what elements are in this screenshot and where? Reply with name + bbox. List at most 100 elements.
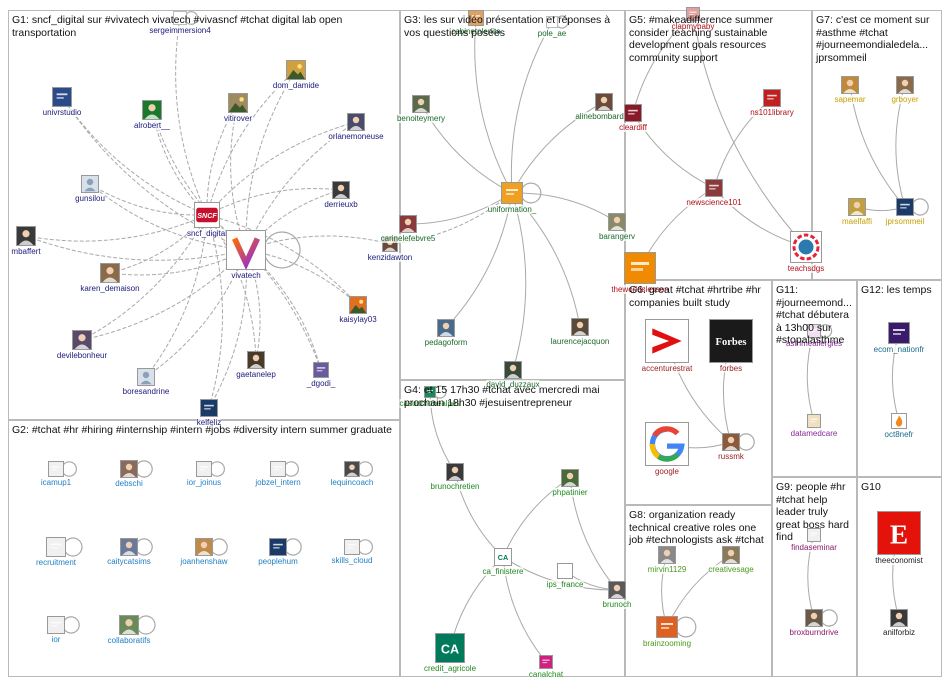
node-label: cabinetplenita: [451, 27, 501, 36]
node-mirvin1129[interactable]: mirvin1129: [647, 546, 687, 574]
node-debschi[interactable]: debschi: [115, 460, 143, 488]
node-jprsommeil[interactable]: jprsommeil: [885, 198, 925, 226]
node-label: dom_damide: [272, 81, 320, 90]
node-devilebonheur[interactable]: devilebonheur: [56, 330, 108, 360]
node-davidduzzaux[interactable]: david_duzzaux: [486, 361, 540, 389]
node-canalchat[interactable]: canalchat: [528, 655, 564, 679]
person-icon: [722, 433, 740, 451]
node-icamup1[interactable]: icamup1: [40, 461, 72, 487]
node-broxburndrive[interactable]: broxburndrive: [789, 609, 839, 637]
node-kelfeliz[interactable]: kelfeliz: [196, 399, 222, 427]
logo-icon: [807, 414, 821, 428]
node-brunochretien[interactable]: brunochretien: [430, 463, 480, 491]
logo-icon: [705, 179, 723, 197]
node-datamedcare[interactable]: datamedcare: [790, 414, 838, 438]
node-peoplehum[interactable]: peoplehum: [258, 538, 298, 566]
node-jobzel_intern[interactable]: jobzel_intern: [255, 461, 301, 487]
node-theworldslesson[interactable]: theworldslesson: [611, 252, 669, 294]
node-ns101library[interactable]: ns101library: [750, 89, 794, 117]
node-russmk[interactable]: russmk: [718, 433, 744, 461]
node-label: sapemar: [834, 95, 866, 104]
node-ecom_nationfr[interactable]: ecom_nationfr: [873, 322, 925, 354]
node-asthmeallergies[interactable]: asthmeallergies: [785, 324, 843, 348]
group-box-g5: G5: #makeadifference summer consider tea…: [625, 10, 812, 280]
node-univrstudio[interactable]: univrstudio: [42, 87, 82, 117]
node-anilforbiz[interactable]: anilforbiz: [882, 609, 916, 637]
person-icon: [247, 351, 265, 369]
node-caitycatsims[interactable]: caitycatsims: [107, 538, 151, 566]
node-label: gunsilou: [75, 194, 105, 203]
node-google[interactable]: google: [645, 422, 689, 476]
logo-icon: [270, 461, 286, 477]
node-label: ips_france: [546, 580, 584, 589]
node-pedagoform[interactable]: pedagoform: [424, 319, 468, 347]
node-dom_damide[interactable]: dom_damide: [272, 60, 320, 90]
node-joanhenshaw[interactable]: joanhenshaw: [180, 538, 228, 566]
node-teachsdgs[interactable]: teachsdgs: [787, 231, 825, 273]
node-label: boresandrine: [122, 387, 170, 396]
node-ips_france[interactable]: ips_france: [546, 563, 584, 589]
sncf-logo-icon: SNCF: [194, 202, 220, 228]
node-karen_demaison[interactable]: karen_demaison: [80, 263, 140, 293]
node-alinebombardier[interactable]: alinebombardier: [575, 93, 633, 121]
node-grboyer[interactable]: grboyer: [891, 76, 919, 104]
node-cabinetplenita[interactable]: cabinetplenita: [451, 10, 501, 36]
node-label: alrobert__: [133, 121, 171, 130]
node-label: recruitment: [35, 558, 77, 567]
node-_dgodi_[interactable]: _dgodi_: [306, 362, 336, 388]
node-creativesage[interactable]: creativesage: [708, 546, 754, 574]
node-label: gaetanelep: [236, 370, 276, 379]
node-vitirover[interactable]: vitirover: [223, 93, 253, 123]
logo-icon: [468, 10, 484, 26]
node-orlanemoneuse[interactable]: orlanemoneuse: [328, 113, 384, 141]
node-kaisylay03[interactable]: kaisylay03: [339, 296, 377, 324]
node-vivatech[interactable]: vivatech: [226, 230, 266, 280]
node-clapmybaby[interactable]: clapmybaby: [671, 7, 715, 31]
node-uniformation_[interactable]: uniformation_: [487, 182, 537, 214]
node-brainzooming[interactable]: brainzooming: [642, 616, 692, 648]
node-label: anilforbiz: [882, 628, 916, 637]
node-brunoch[interactable]: brunoch: [602, 581, 632, 609]
node-maelfaffi[interactable]: maelfaffi: [841, 198, 873, 226]
person-icon: [119, 615, 139, 635]
node-label: carinelefebvre5: [380, 234, 436, 243]
node-gunsilou[interactable]: gunsilou: [75, 175, 105, 203]
node-derrieuxb[interactable]: derrieuxb: [324, 181, 358, 209]
node-oct8nefr[interactable]: oct8nefr: [884, 413, 914, 439]
node-carinelefebvre5[interactable]: carinelefebvre5: [380, 215, 436, 243]
person-icon: [100, 263, 120, 283]
node-ior[interactable]: ior: [47, 616, 65, 644]
node-lequincoach[interactable]: lequincoach: [330, 461, 374, 487]
node-gaetanelep[interactable]: gaetanelep: [236, 351, 276, 379]
node-casudrhonealpes[interactable]: casudrhonealpes: [399, 386, 461, 408]
logo-icon: [424, 386, 436, 398]
node-newscience101[interactable]: newscience101: [686, 179, 742, 207]
node-sapemar[interactable]: sapemar: [834, 76, 866, 104]
flame-logo-icon: [891, 413, 907, 429]
node-phpatinier[interactable]: phpatinier: [552, 469, 588, 497]
node-boresandrine[interactable]: boresandrine: [122, 368, 170, 396]
node-barangerv[interactable]: barangerv: [598, 213, 636, 241]
node-recruitment[interactable]: recruitment: [35, 537, 77, 567]
node-skills_cloud[interactable]: skills_cloud: [331, 539, 373, 565]
node-accenturestrat[interactable]: accenturestrat: [641, 319, 693, 373]
node-alrobert__[interactable]: alrobert__: [133, 100, 171, 130]
node-collaboratifs[interactable]: collaboratifs: [107, 615, 151, 645]
node-label: joanhenshaw: [180, 557, 228, 566]
group-box-g10: G10: [857, 477, 942, 677]
node-pole_ae[interactable]: pole_ae: [537, 16, 567, 38]
node-label: newscience101: [686, 198, 742, 207]
node-benoiteymery[interactable]: benoiteymery: [396, 95, 446, 123]
node-laurencejacquon[interactable]: laurencejacquon: [550, 318, 610, 346]
node-mbaffert[interactable]: mbaffert: [11, 226, 41, 256]
node-ior_joinus[interactable]: ior_joinus: [186, 461, 222, 487]
node-cleardiff[interactable]: cleardiff: [619, 104, 647, 132]
node-label: peoplehum: [258, 557, 298, 566]
node-sergeimmersion4[interactable]: sergeimmersion4: [149, 11, 211, 35]
node-findaseminar[interactable]: findaseminar: [791, 528, 837, 552]
